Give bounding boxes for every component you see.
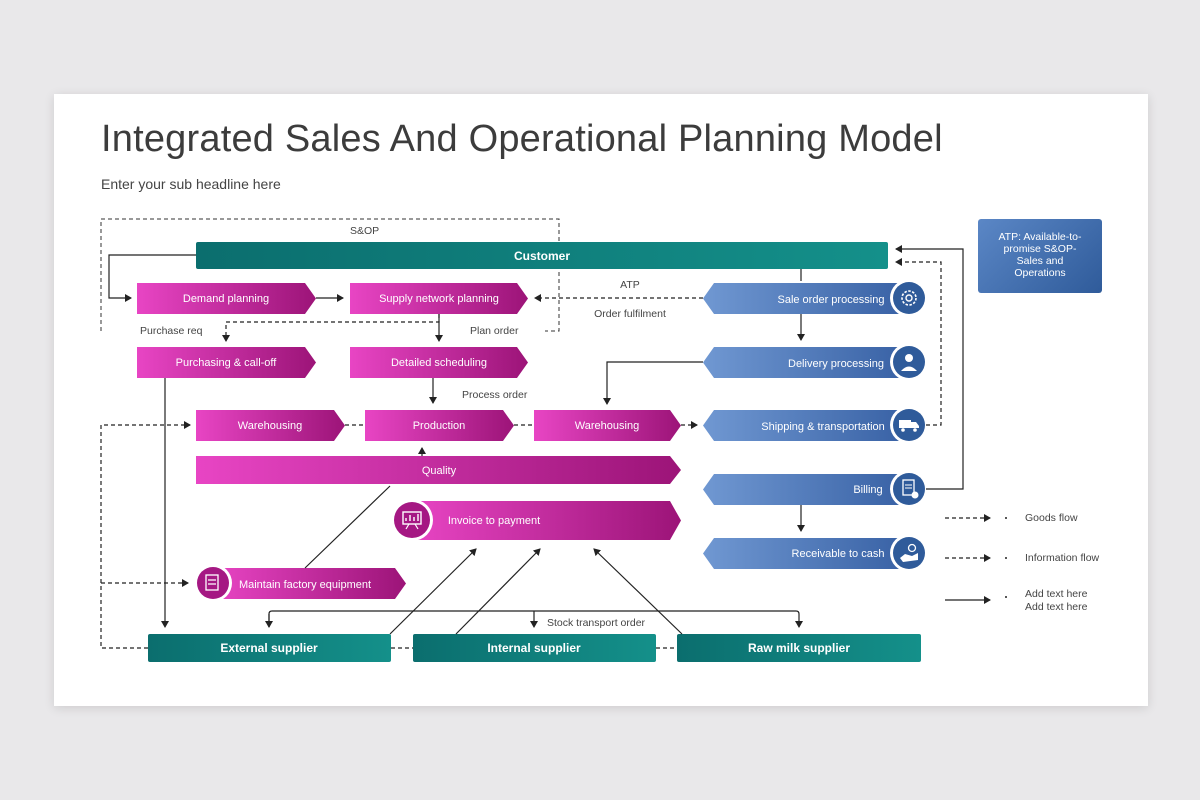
raw-milk-supplier-bar — [677, 634, 921, 662]
document-icon — [197, 567, 229, 599]
legend-add-text-2: Add text here — [1025, 601, 1088, 613]
legend-goods-flow: Goods flow — [1025, 512, 1078, 524]
delivery-processing-label: Delivery processing — [788, 358, 884, 370]
demand-planning-box — [137, 283, 316, 314]
quality-label: Quality — [422, 465, 457, 477]
customer-bar — [196, 242, 888, 269]
detailed-scheduling-label: Detailed scheduling — [391, 357, 487, 369]
plan-order-label: Plan order — [470, 325, 519, 337]
receivable-to-cash-box — [703, 538, 900, 569]
gear-icon — [893, 282, 925, 314]
production-box — [365, 410, 514, 441]
order-fulfilment-label: Order fulfilment — [594, 308, 666, 320]
warehousing-left-label: Warehousing — [238, 420, 302, 432]
atp-note-box: ATP: Available-to-promise S&OP- Sales an… — [978, 219, 1102, 293]
external-supplier-label: External supplier — [220, 641, 318, 655]
shipping-transportation-label: Shipping & transportation — [761, 421, 885, 433]
purchase-req-label: Purchase req — [140, 325, 203, 337]
stock-transport-order-label: Stock transport order — [547, 617, 646, 629]
supply-network-planning-label: Supply network planning — [379, 293, 499, 305]
sale-order-processing-label: Sale order processing — [777, 294, 884, 306]
internal-supplier-bar — [413, 634, 656, 662]
sop-label: S&OP — [350, 225, 379, 237]
purchasing-label: Purchasing & call-off — [176, 357, 278, 369]
shipping-transportation-box — [703, 410, 900, 441]
detailed-scheduling-box — [350, 347, 528, 378]
page-subtitle: Enter your sub headline here — [101, 176, 281, 192]
sop-boundary — [100, 218, 560, 332]
page-title: Integrated Sales And Operational Plannin… — [101, 118, 943, 160]
invoice-to-payment-box — [410, 501, 681, 540]
billing-box — [703, 474, 900, 505]
purchasing-box — [137, 347, 316, 378]
presentation-chart-icon — [394, 502, 430, 538]
legend-add-text-1: Add text here — [1025, 588, 1088, 600]
customer-label: Customer — [514, 249, 570, 263]
raw-milk-supplier-label: Raw milk supplier — [748, 641, 850, 655]
clipboard-check-icon — [893, 473, 925, 505]
maintain-factory-label: Maintain factory equipment — [239, 579, 371, 591]
quality-bar — [196, 456, 681, 484]
sale-order-processing-box — [703, 283, 900, 314]
slide-canvas — [54, 94, 1148, 706]
warehousing-left-box — [196, 410, 345, 441]
production-label: Production — [413, 420, 466, 432]
supply-network-planning-box — [350, 283, 528, 314]
maintain-factory-box — [213, 568, 406, 599]
billing-label: Billing — [853, 484, 882, 496]
delivery-processing-box — [703, 347, 900, 378]
warehousing-right-box — [534, 410, 681, 441]
internal-supplier-label: Internal supplier — [487, 641, 581, 655]
legend-information-flow: Information flow — [1025, 552, 1100, 564]
hand-coin-icon — [893, 537, 925, 569]
process-order-label: Process order — [462, 389, 528, 401]
invoice-to-payment-label: Invoice to payment — [448, 515, 540, 527]
warehousing-right-label: Warehousing — [575, 420, 639, 432]
legend — [945, 514, 991, 604]
demand-planning-label: Demand planning — [183, 293, 269, 305]
external-supplier-bar — [148, 634, 391, 662]
atp-label: ATP — [620, 279, 640, 291]
receivable-to-cash-label: Receivable to cash — [792, 548, 885, 560]
